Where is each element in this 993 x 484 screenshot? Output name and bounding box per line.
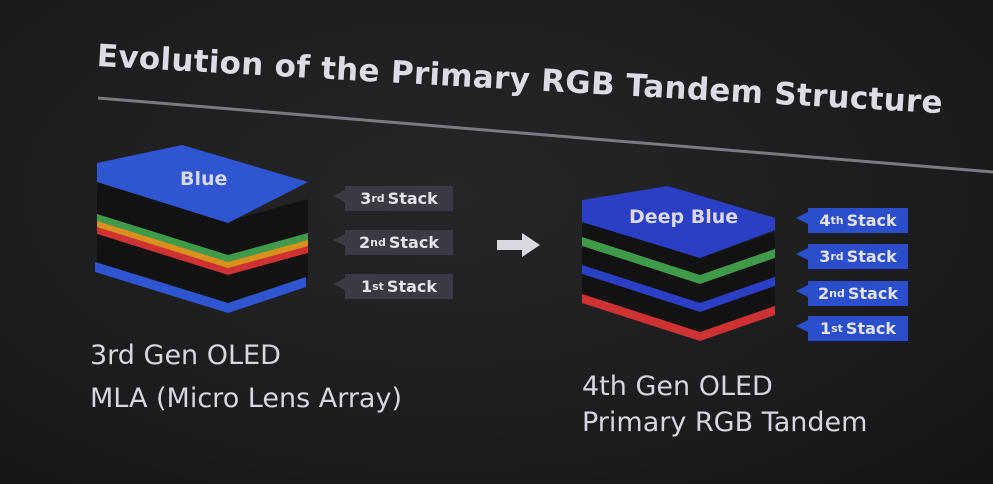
layer-red <box>582 294 775 341</box>
layer-green <box>97 214 308 263</box>
layer-green <box>582 237 775 284</box>
right-caption-line1: 4th Gen OLED <box>582 371 773 402</box>
title-underline <box>97 96 993 174</box>
arrow-right-icon <box>497 233 540 257</box>
layer-orange <box>97 221 308 269</box>
right-caption-line2: Primary RGB Tandem <box>582 407 868 438</box>
layer-blue <box>582 265 775 312</box>
right-layer-stack <box>582 186 775 341</box>
layer-black <box>582 274 775 333</box>
layer-blue-top <box>97 145 308 223</box>
left-top-layer-label: Blue <box>180 168 228 190</box>
right-top-layer-label: Deep Blue <box>629 206 739 228</box>
layer-black <box>582 246 775 304</box>
layer-deep-blue-top <box>582 186 775 258</box>
layer-black <box>97 234 308 303</box>
layer-black <box>582 220 775 276</box>
left-layer-stack <box>95 145 308 313</box>
layer-red <box>97 227 308 275</box>
layer-black <box>97 180 308 255</box>
left-caption-line2: MLA (Micro Lens Array) <box>90 383 402 414</box>
layer-blue-bottom <box>95 262 306 313</box>
left-caption-line1: 3rd Gen OLED <box>90 340 281 371</box>
